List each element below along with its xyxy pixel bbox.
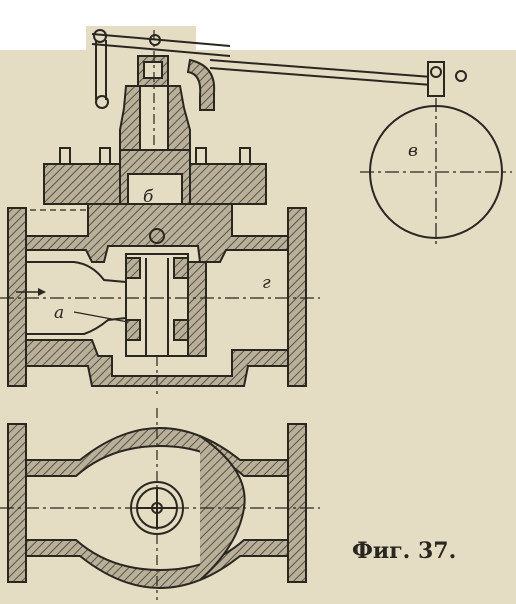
section-view xyxy=(0,29,512,396)
plan-view xyxy=(0,408,320,600)
valve-body xyxy=(0,203,320,396)
label-v: в xyxy=(408,141,418,161)
counterweight-disc xyxy=(360,98,512,246)
figure-caption: Фиг. 37. xyxy=(352,538,456,564)
label-b: б xyxy=(143,187,154,207)
paper-background xyxy=(0,26,516,604)
label-g: г xyxy=(262,273,271,293)
lever-linkage xyxy=(91,29,467,111)
label-a: а xyxy=(54,303,64,323)
